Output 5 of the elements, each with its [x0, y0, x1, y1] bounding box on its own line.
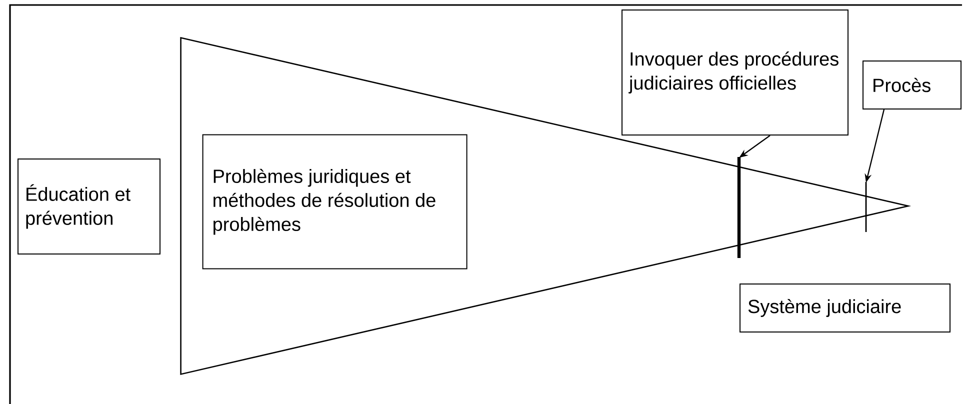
- text-box: Invoquer des procédures judiciaires officielles: [622, 10, 849, 136]
- text-box: Éducation et prévention: [18, 158, 160, 254]
- text-box: Problèmes juridiques et méthodes de résolution de problèmes: [202, 134, 468, 270]
- text-box: Procès: [862, 60, 962, 110]
- text-box: Système judiciaire: [740, 284, 951, 332]
